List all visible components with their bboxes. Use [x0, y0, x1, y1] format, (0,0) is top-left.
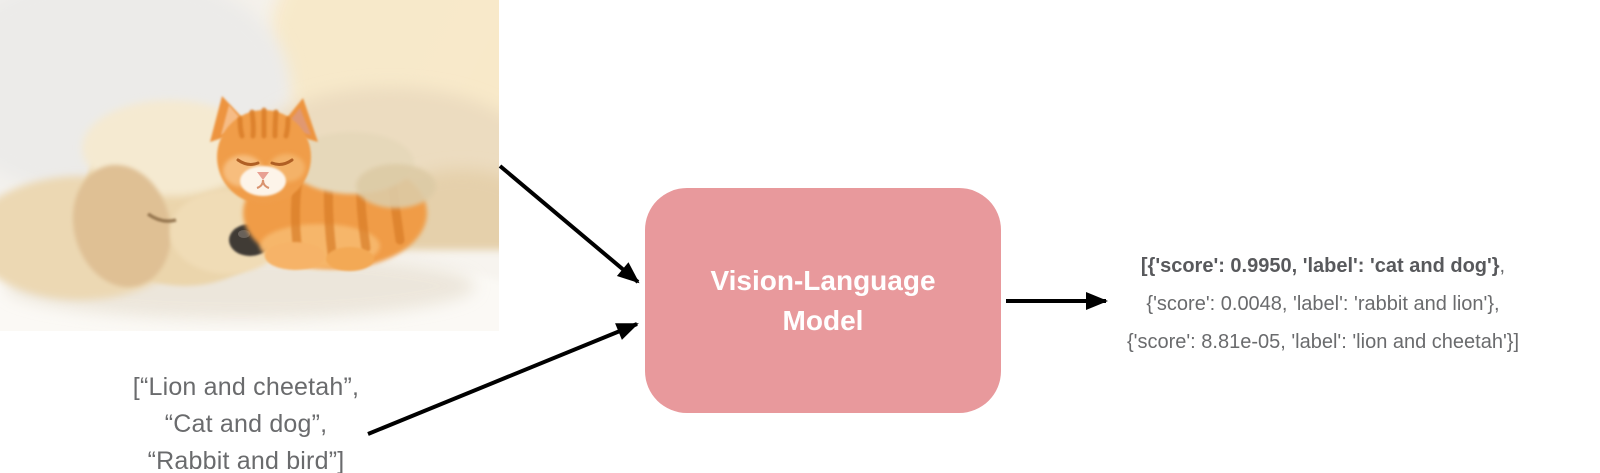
photo-kitten-head	[210, 96, 318, 204]
input-image	[0, 0, 499, 331]
kitten-closed-eyes	[236, 158, 294, 166]
kitten-forehead-stripes	[237, 107, 291, 139]
photo-puppy	[0, 100, 287, 300]
candidate-label-line: “Rabbit and bird”]	[147, 447, 345, 473]
model-name-line1: Vision-Language	[710, 264, 936, 296]
model-name-line2: Model	[782, 304, 864, 336]
model-name: Vision-Language Model	[710, 261, 935, 341]
arrow-image-to-model	[498, 164, 640, 284]
candidate-label-line: “Cat and dog”,	[164, 410, 328, 438]
output-line-3: {'score': 8.81e-05, 'label': 'lion and c…	[1126, 331, 1520, 353]
pets-photo-illustration	[0, 0, 499, 331]
model-box: Vision-Language Model	[645, 188, 1001, 413]
output-line-1: [{'score': 0.9950, 'label': 'cat and dog…	[1140, 255, 1506, 277]
output-top-score: [{'score': 0.9950, 'label': 'cat and dog…	[1140, 255, 1500, 277]
arrow-labels-to-model	[367, 322, 639, 436]
kitten-nose	[257, 172, 269, 180]
model-output-text: [{'score': 0.9950, 'label': 'cat and dog…	[1088, 247, 1558, 361]
candidate-labels-text: [“Lion and cheetah”, “Cat and dog”, “Rab…	[96, 369, 396, 473]
output-line-2: {'score': 0.0048, 'label': 'rabbit and l…	[1146, 293, 1500, 315]
puppy-closed-eye	[146, 212, 177, 223]
candidate-label-line: [“Lion and cheetah”,	[132, 373, 360, 401]
photo-knit-blanket	[290, 132, 436, 208]
